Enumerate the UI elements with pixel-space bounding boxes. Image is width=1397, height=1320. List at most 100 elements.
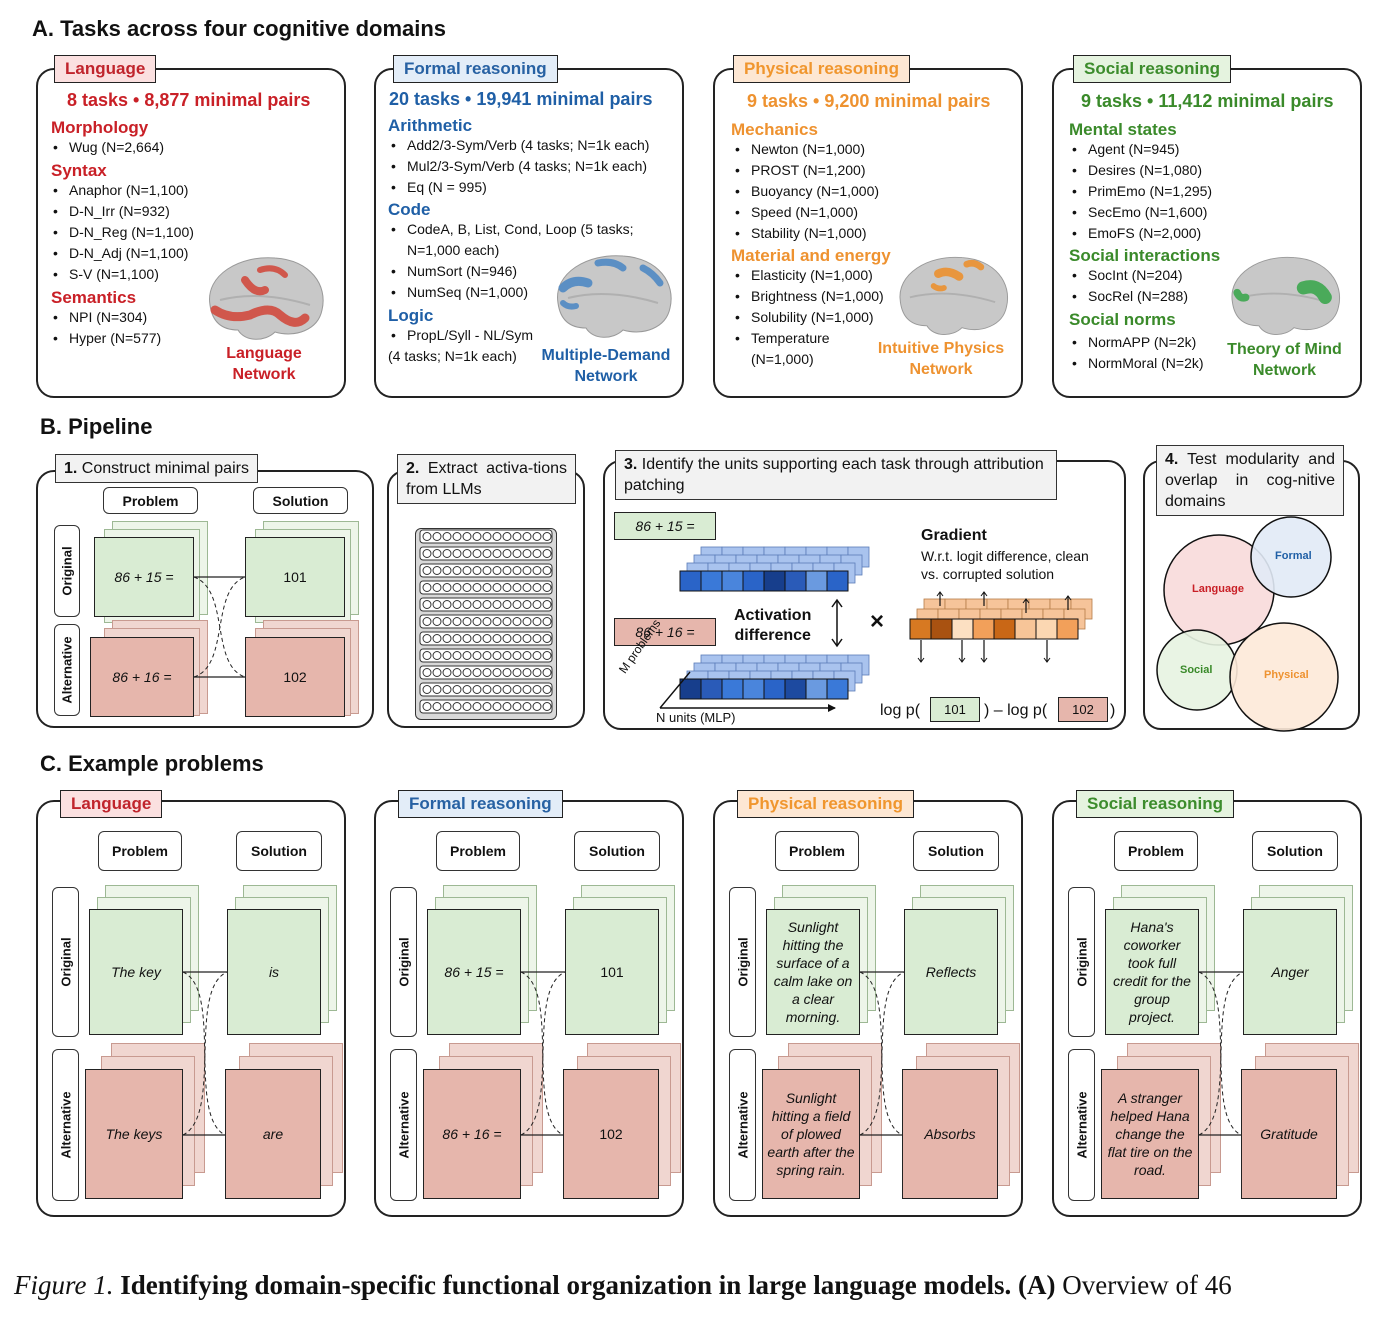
solution-header: Solution xyxy=(574,831,660,871)
neuron xyxy=(512,668,522,677)
neuron xyxy=(452,532,462,541)
neuron xyxy=(542,702,552,711)
neuron xyxy=(482,549,492,558)
neuron xyxy=(532,600,542,609)
neuron xyxy=(442,634,452,643)
neuron xyxy=(422,600,432,609)
llm-grid-neurons xyxy=(419,529,553,714)
card-text: The key xyxy=(111,964,161,980)
neuron xyxy=(452,668,462,677)
activation-difference-label: Activation difference xyxy=(734,606,811,646)
neuron xyxy=(502,600,512,609)
neuron xyxy=(522,668,532,677)
neuron xyxy=(432,600,442,609)
neuron xyxy=(532,685,542,694)
step-text: Test modularity and overlap in cog-nitiv… xyxy=(1165,451,1335,510)
card-text: is xyxy=(268,964,280,980)
neuron xyxy=(432,634,442,643)
neuron xyxy=(512,583,522,592)
alternative-row-label: Alternative xyxy=(390,1049,417,1201)
list-item: D-N_Irr (N=932) xyxy=(53,203,170,220)
formal-tag: Formal reasoning xyxy=(393,55,558,83)
arrow-head xyxy=(1043,657,1051,663)
logp-solution-alternative: 102 xyxy=(1058,697,1108,722)
problem-card-alternative: Sunlight hitting a field of plowed earth… xyxy=(762,1069,860,1199)
gradient-cell xyxy=(1056,618,1079,640)
list-item: Eq (N = 995) xyxy=(391,179,487,196)
social-headline: 9 tasks • 11,412 minimal pairs xyxy=(1081,91,1334,111)
list-item: Solubility (N=1,000) xyxy=(735,309,874,326)
network-label-line2: Network xyxy=(909,361,973,378)
neuron xyxy=(452,685,462,694)
alternative-row-label: Alternative xyxy=(729,1049,756,1201)
neuron xyxy=(482,583,492,592)
neuron xyxy=(502,651,512,660)
neuron xyxy=(462,702,472,711)
language-tag: Language xyxy=(54,55,157,83)
list-item: SocRel (N=288) xyxy=(1072,288,1188,305)
example-tag-language: Language xyxy=(60,790,163,818)
domain-overlap-venn xyxy=(1156,516,1339,732)
list-item: D-N_Adj (N=1,100) xyxy=(53,245,188,262)
arrow-head xyxy=(917,657,925,663)
original-row-label: Original xyxy=(390,887,417,1037)
neuron xyxy=(482,600,492,609)
gradient-label: Gradient xyxy=(921,527,987,544)
neuron xyxy=(492,617,502,626)
label-line: Activation xyxy=(734,607,812,624)
arrow-head xyxy=(831,638,843,648)
gradient-desc-2: vs. corrupted solution xyxy=(921,566,1055,582)
card-text: 86 + 16 = xyxy=(112,669,172,685)
neuron xyxy=(482,532,492,541)
original-row-label: Original xyxy=(54,525,80,617)
neuron xyxy=(502,583,512,592)
neuron xyxy=(512,549,522,558)
card-text: 86 + 16 = xyxy=(442,1126,502,1142)
step-text: Extract activa-tions from LLMs xyxy=(406,460,567,498)
list-item: NormMoral (N=2k) xyxy=(1072,355,1203,372)
card-text: Gratitude xyxy=(1260,1126,1318,1142)
neuron xyxy=(462,651,472,660)
arrow-head xyxy=(1022,598,1030,604)
caption-rest: Overview of 46 xyxy=(1055,1270,1232,1300)
original-row-label: Original xyxy=(1068,887,1095,1037)
arrow-head xyxy=(1064,595,1072,601)
venn-label-social: Social xyxy=(1180,664,1213,676)
neuron xyxy=(542,651,552,660)
alternative-row-label: Alternative xyxy=(52,1049,79,1201)
list-item-continuation: (N=1,000) xyxy=(751,351,814,367)
list-item: PROST (N=1,200) xyxy=(735,162,865,179)
neuron xyxy=(472,532,482,541)
section-c-title: C. Example problems xyxy=(40,751,264,776)
brain-icon-multiple-demand xyxy=(557,255,672,338)
list-item: Buoyancy (N=1,000) xyxy=(735,183,879,200)
venn-label-formal: Formal xyxy=(1275,550,1312,562)
neuron xyxy=(492,634,502,643)
neuron xyxy=(432,617,442,626)
neuron xyxy=(482,685,492,694)
list-item: Anaphor (N=1,100) xyxy=(53,182,189,199)
card-text: Anger xyxy=(1271,964,1309,980)
formal-cat-logic: Logic xyxy=(388,306,434,325)
solution-card-alternative: Absorbs xyxy=(902,1069,998,1199)
neuron xyxy=(542,634,552,643)
neuron xyxy=(502,549,512,558)
neuron xyxy=(472,566,482,575)
arrow-head xyxy=(936,591,944,597)
neuron xyxy=(522,600,532,609)
physical-network-label: Intuitive Physics Network xyxy=(866,338,1016,380)
caption-bold: Identifying domain-specific functional o… xyxy=(113,1270,1056,1300)
list-item: Agent (N=945) xyxy=(1072,141,1180,158)
neuron xyxy=(462,634,472,643)
neuron xyxy=(522,634,532,643)
solution-header: Solution xyxy=(1252,831,1338,871)
neuron xyxy=(462,583,472,592)
original-row-label: Original xyxy=(52,887,79,1037)
neuron xyxy=(502,634,512,643)
neuron xyxy=(502,532,512,541)
arrow-head xyxy=(831,598,843,608)
list-item: NPI (N=304) xyxy=(53,309,147,326)
